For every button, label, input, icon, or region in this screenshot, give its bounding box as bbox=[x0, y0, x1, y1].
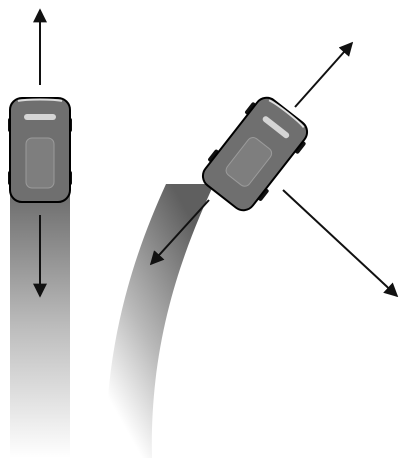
curved-car bbox=[201, 96, 309, 212]
straight-trail bbox=[10, 170, 70, 458]
straight-car bbox=[8, 97, 72, 203]
curved-trail bbox=[105, 184, 214, 458]
curve-motion-panel bbox=[105, 41, 399, 458]
car-top-view-icon bbox=[8, 97, 72, 203]
arrow-down-left-icon bbox=[149, 199, 210, 266]
arrow-up-right-icon bbox=[294, 41, 354, 108]
car-top-view-icon bbox=[201, 96, 309, 212]
straight-motion-panel bbox=[8, 8, 72, 458]
arrow-down-right-icon bbox=[282, 189, 399, 298]
